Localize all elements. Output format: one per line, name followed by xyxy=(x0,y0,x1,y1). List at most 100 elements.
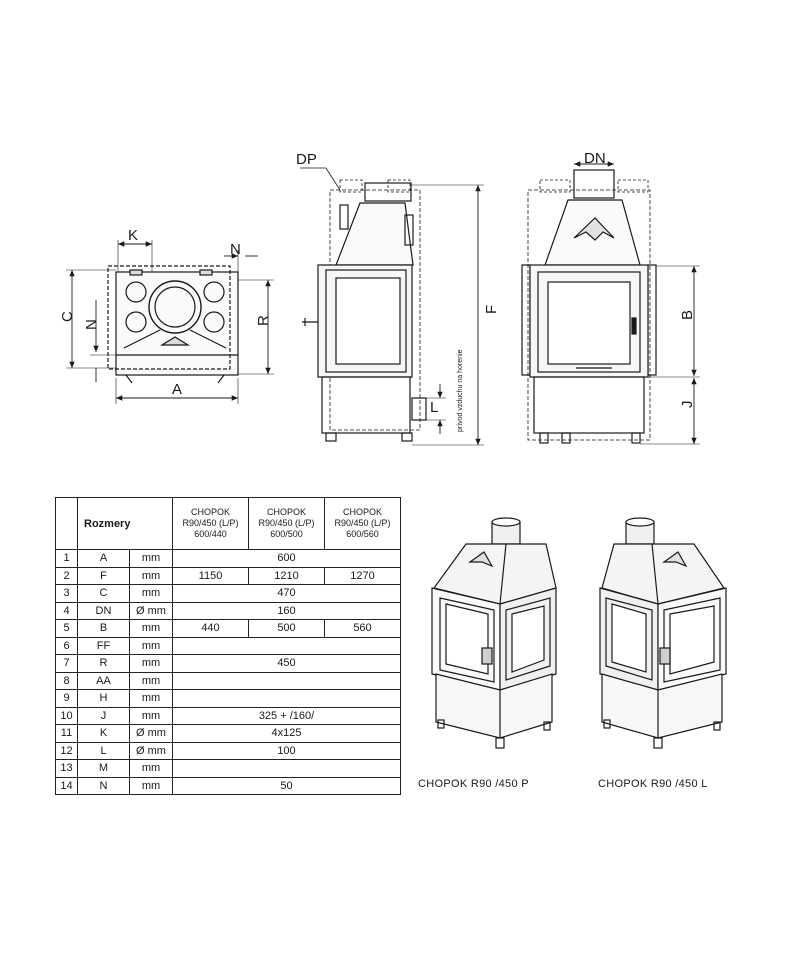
dimension-unit: Ø mm xyxy=(129,724,173,743)
dimension-code: M xyxy=(77,759,130,778)
dimension-unit: mm xyxy=(129,584,173,603)
dimension-code: J xyxy=(77,706,130,725)
row-number: 13 xyxy=(55,759,78,778)
dimensions-table-body: Rozmery CHOPOK R90/450 (L/P) 600/440 CHO… xyxy=(55,497,401,795)
dimensions-table: Rozmery CHOPOK R90/450 (L/P) 600/440 CHO… xyxy=(55,497,401,795)
dimension-code: N xyxy=(77,776,130,795)
dimension-value: 440 xyxy=(172,619,249,638)
dimension-code: L xyxy=(77,741,130,760)
dimension-code: B xyxy=(77,619,130,638)
column-header: CHOPOK R90/450 (L/P) 600/560 xyxy=(324,497,401,550)
dimension-unit: mm xyxy=(129,549,173,568)
dimension-unit: mm xyxy=(129,671,173,690)
row-number: 14 xyxy=(55,776,78,795)
dimension-code: R xyxy=(77,654,130,673)
row-number: 8 xyxy=(55,671,78,690)
dim-label-r: R xyxy=(255,315,272,326)
dim-label-n-left: N xyxy=(83,319,100,330)
dimension-unit: mm xyxy=(129,759,173,778)
dimension-value: 1150 xyxy=(172,566,249,585)
row-number: 6 xyxy=(55,636,78,655)
dim-label-b: B xyxy=(679,310,696,320)
dim-label-l: L xyxy=(430,399,438,416)
side-view xyxy=(300,167,484,446)
dimension-value xyxy=(172,671,401,690)
dimension-unit: Ø mm xyxy=(129,601,173,620)
dim-label-a: A xyxy=(172,381,182,398)
table-header-row: Rozmery CHOPOK R90/450 (L/P) 600/440 CHO… xyxy=(55,497,401,550)
dim-label-f: F xyxy=(483,305,500,314)
row-number: 1 xyxy=(55,549,78,568)
dimension-value: 500 xyxy=(248,619,325,638)
dimension-value xyxy=(172,689,401,708)
dimension-unit: Ø mm xyxy=(129,741,173,760)
front-view xyxy=(521,161,700,445)
dimension-code: A xyxy=(77,549,130,568)
dimension-code: F xyxy=(77,566,130,585)
dimension-value: 1270 xyxy=(324,566,401,585)
top-view xyxy=(66,240,274,404)
dim-label-n-top: N xyxy=(230,241,241,258)
dimension-code: K xyxy=(77,724,130,743)
dimension-unit: mm xyxy=(129,566,173,585)
dimension-value: 470 xyxy=(172,584,401,603)
column-header: CHOPOK R90/450 (L/P) 600/500 xyxy=(248,497,325,550)
dimension-value: 325 + /160/ xyxy=(172,706,401,725)
dimension-code: FF xyxy=(77,636,130,655)
row-number: 4 xyxy=(55,601,78,620)
row-number: 3 xyxy=(55,584,78,603)
dim-label-k: K xyxy=(128,227,138,244)
row-number: 5 xyxy=(55,619,78,638)
row-number: 2 xyxy=(55,566,78,585)
dimension-value xyxy=(172,636,401,655)
dimension-code: AA xyxy=(77,671,130,690)
dimension-value: 4x125 xyxy=(172,724,401,743)
fireplace-3d-variant-p xyxy=(431,517,557,749)
dimension-unit: mm xyxy=(129,654,173,673)
dimension-value: 450 xyxy=(172,654,401,673)
dimension-code: H xyxy=(77,689,130,708)
dimension-unit: mm xyxy=(129,636,173,655)
fireplace-3d-variant-l xyxy=(599,517,727,749)
row-number: 12 xyxy=(55,741,78,760)
air-inlet-note: prívod vzduchu na horenie xyxy=(457,349,464,432)
dimension-unit: mm xyxy=(129,619,173,638)
dimension-code: DN xyxy=(77,601,130,620)
dimension-code: C xyxy=(77,584,130,603)
dimension-unit: mm xyxy=(129,776,173,795)
dimension-value: 100 xyxy=(172,741,401,760)
row-number: 7 xyxy=(55,654,78,673)
row-number: 11 xyxy=(55,724,78,743)
column-header: CHOPOK R90/450 (L/P) 600/440 xyxy=(172,497,249,550)
table-title: Rozmery xyxy=(77,497,173,550)
row-number: 9 xyxy=(55,689,78,708)
dimension-value xyxy=(172,759,401,778)
dim-label-dp: DP xyxy=(296,151,317,168)
dimension-value: 160 xyxy=(172,601,401,620)
dimension-unit: mm xyxy=(129,706,173,725)
dim-label-c: C xyxy=(59,311,76,322)
caption-variant-l: CHOPOK R90 /450 L xyxy=(598,778,708,790)
dimension-value: 600 xyxy=(172,549,401,568)
dimension-unit: mm xyxy=(129,689,173,708)
dimension-value: 1210 xyxy=(248,566,325,585)
dim-label-dn: DN xyxy=(584,150,606,167)
dimension-value: 50 xyxy=(172,776,401,795)
caption-variant-p: CHOPOK R90 /450 P xyxy=(418,778,529,790)
row-number: 10 xyxy=(55,706,78,725)
